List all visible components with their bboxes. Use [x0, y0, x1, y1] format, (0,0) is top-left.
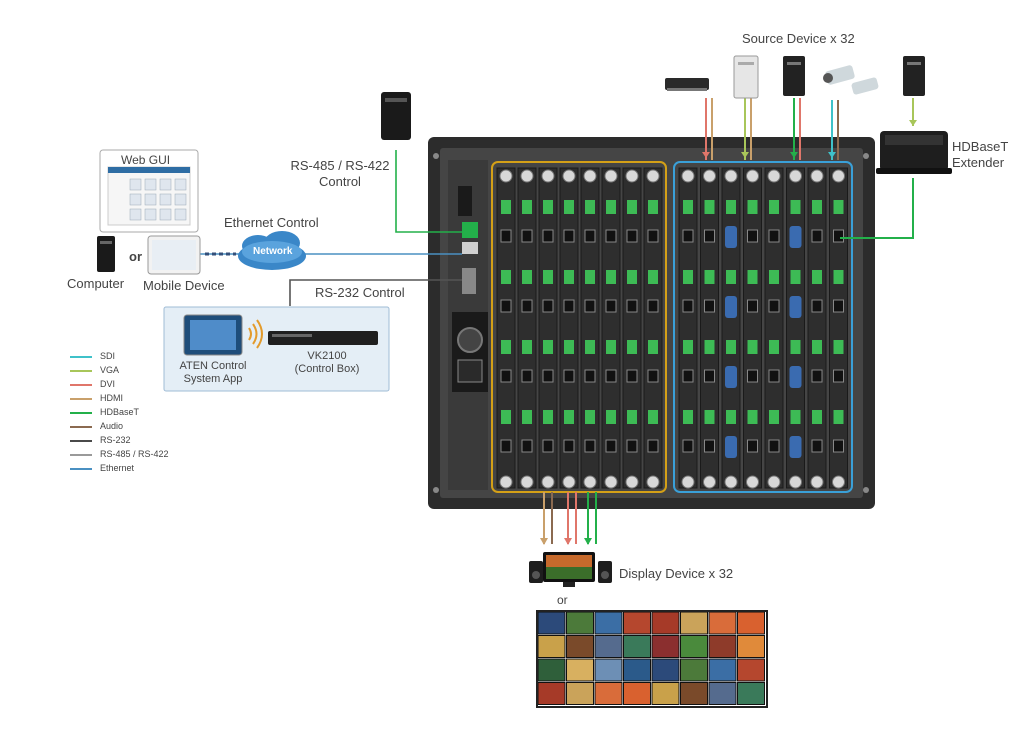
rs485-pc-icon: [381, 92, 411, 140]
vk2100-label: VK2100 (Control Box): [294, 350, 360, 375]
output-wiring: [543, 492, 597, 544]
tablet-icon: [183, 314, 243, 356]
legend-label: Audio: [100, 421, 124, 431]
legend-label: DVI: [100, 379, 116, 389]
vk2100-control-box-icon: [268, 331, 378, 345]
video-wall: [536, 610, 768, 708]
legend-label: HDBaseT: [100, 407, 140, 417]
legend-swatch: [70, 383, 92, 386]
legend-swatch: [70, 369, 92, 372]
input-group-border: [491, 161, 667, 493]
legend-item-dvi: DVI: [70, 379, 115, 391]
hdbaset-extender-icon: [876, 131, 952, 174]
server-icon: [783, 56, 805, 96]
speaker-left-icon: [529, 561, 543, 583]
legend-swatch: [70, 411, 92, 414]
output-cards: [678, 167, 848, 489]
computer-label: Computer: [67, 276, 125, 291]
legend-label: VGA: [100, 365, 120, 375]
tv-display-icon: [543, 552, 595, 587]
ethernet-control-label: Ethernet Control: [224, 215, 319, 230]
security-camera-icon: [823, 65, 879, 95]
legend-item-hdmi: HDMI: [70, 393, 123, 405]
legend-swatch: [70, 425, 92, 428]
wireless-signal-icon: [248, 319, 263, 349]
legend-swatch: [70, 439, 92, 442]
network-cloud-icon: [238, 231, 306, 270]
legend-swatch: [70, 453, 92, 456]
legend-swatch: [70, 355, 92, 358]
legend-swatch: [70, 467, 92, 470]
legend-item-rs485: RS-485 / RS-422: [70, 449, 169, 461]
legend-item-vga: VGA: [70, 365, 119, 377]
pc-tower-icon: [733, 55, 759, 99]
legend-item-sdi: SDI: [70, 351, 115, 363]
mobile-device-label: Mobile Device: [143, 278, 225, 293]
computer-icon: [97, 236, 115, 272]
rs232-control-label: RS-232 Control: [315, 285, 405, 300]
legend-label: SDI: [100, 351, 116, 361]
display-devices-label: Display Device x 32: [619, 566, 734, 581]
or-label-2: or: [557, 593, 568, 607]
network-label: Network: [253, 246, 293, 257]
legend-label: RS-232: [100, 435, 131, 445]
mobile-device-icon: [147, 235, 201, 275]
output-group-border: [673, 161, 853, 493]
small-pc-icon: [903, 56, 925, 96]
legend-item-rs232: RS-232: [70, 435, 131, 447]
legend-swatch: [70, 397, 92, 400]
dvd-player-icon: [665, 78, 709, 91]
aten-app-label: ATEN Control System App: [179, 360, 247, 385]
legend-item-ethernet: Ethernet: [70, 463, 134, 475]
source-devices-label: Source Device x 32: [742, 31, 855, 46]
legend-label: RS-485 / RS-422: [100, 449, 169, 459]
web-gui-label: Web GUI: [121, 153, 171, 167]
legend-item-hdbaset: HDBaseT: [70, 407, 139, 419]
legend-label: Ethernet: [100, 463, 135, 473]
speaker-right-icon: [598, 561, 612, 583]
hdbaset-extender-label: HDBaseT Extender: [952, 139, 1009, 170]
legend-item-audio: Audio: [70, 421, 123, 433]
or-label-1: or: [129, 249, 142, 264]
legend-label: HDMI: [100, 393, 123, 403]
rs485-control-label: RS-485 / RS-422 Control: [290, 158, 390, 189]
input-cards: [496, 167, 663, 489]
